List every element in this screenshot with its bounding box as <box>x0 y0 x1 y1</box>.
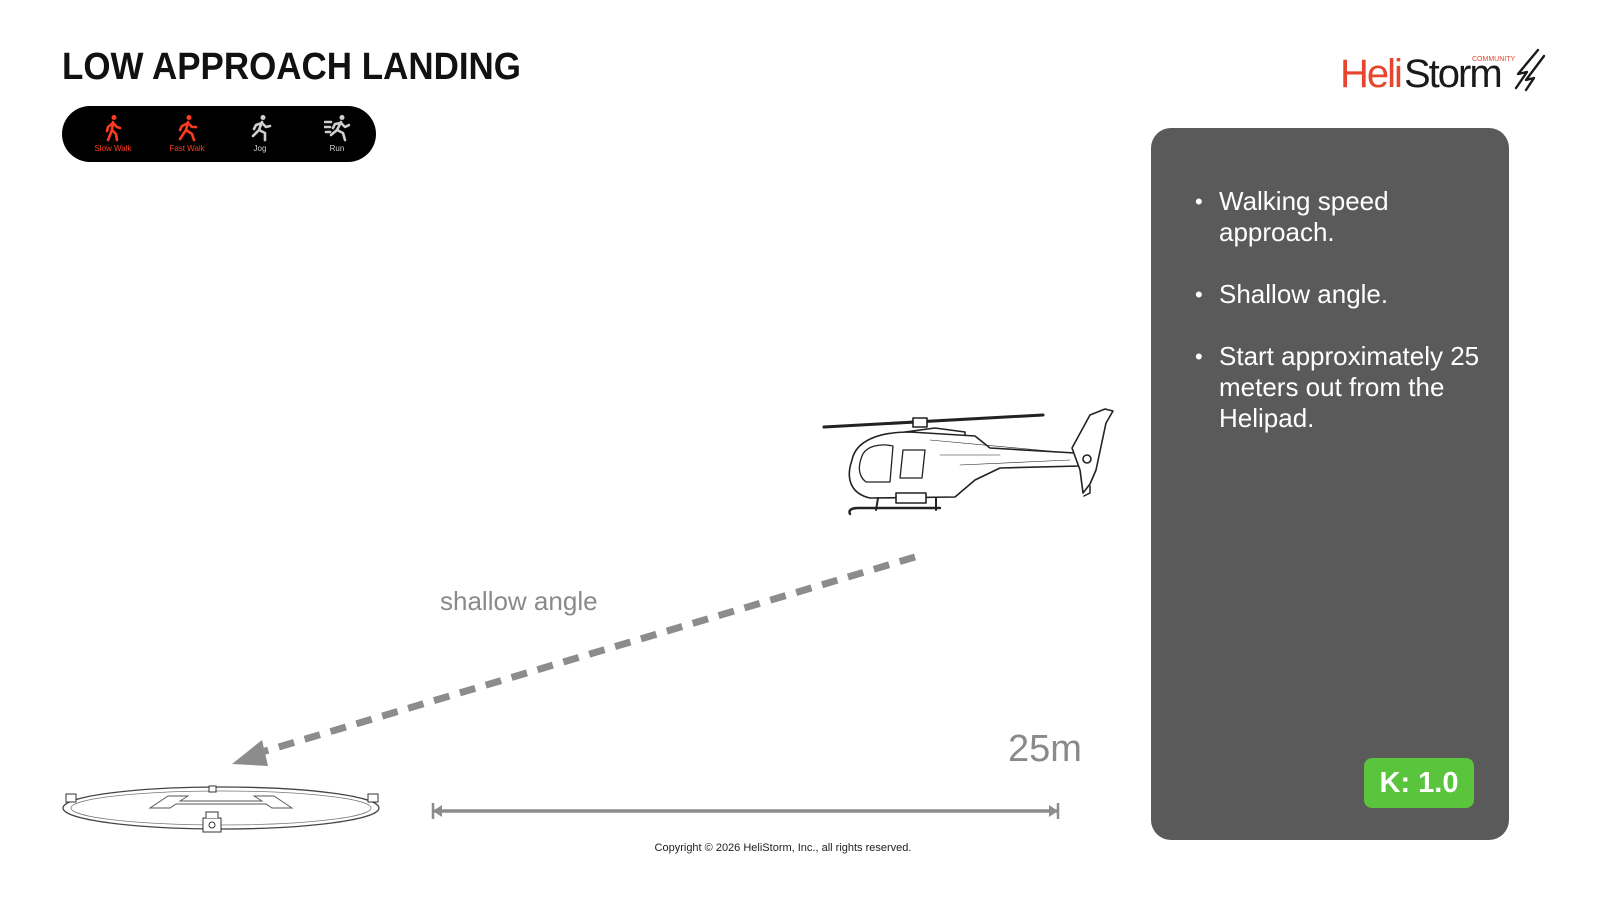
speed-jog: Jog <box>225 114 295 158</box>
speed-label: Jog <box>253 144 267 153</box>
info-bullet-list: Walking speed approach. Shallow angle. S… <box>1193 186 1493 465</box>
info-bullet: Walking speed approach. <box>1193 186 1493 248</box>
approach-arrowhead <box>232 740 268 766</box>
lightning-bolt-icon <box>1514 48 1546 92</box>
helipad-icon <box>62 785 380 833</box>
run-icon <box>324 115 350 142</box>
logo-storm-text: Storm <box>1404 52 1503 96</box>
distance-scale-bar <box>431 803 1060 819</box>
helicopter-icon <box>822 408 1114 516</box>
helistorm-logo: Heli Storm COMMUNITY <box>1340 48 1550 98</box>
speed-label: Slow Walk <box>94 144 132 153</box>
jog-icon <box>251 115 272 142</box>
speed-slow-walk: Slow Walk <box>78 114 148 158</box>
walk-icon <box>105 115 122 142</box>
info-bullet: Start approximately 25 meters out from t… <box>1193 341 1493 434</box>
approach-diagram <box>62 408 1114 833</box>
speed-label: Fast Walk <box>169 144 205 153</box>
approach-path-line <box>260 553 917 756</box>
speed-fast-walk: Fast Walk <box>152 114 222 158</box>
info-panel: Walking speed approach. Shallow angle. S… <box>1151 128 1509 840</box>
page-title: LOW APPROACH LANDING <box>62 46 521 88</box>
angle-label: shallow angle <box>440 586 598 616</box>
copyright-text: Copyright © 2026 HeliStorm, Inc., all ri… <box>654 842 912 854</box>
speed-scale: Slow Walk Fast Walk Jog <box>62 106 376 162</box>
speed-run: Run <box>302 114 372 158</box>
distance-label: 25m <box>1008 728 1082 770</box>
speed-label: Run <box>329 144 345 153</box>
logo-heli-text: Heli <box>1340 52 1403 96</box>
logo-community-text: COMMUNITY <box>1472 56 1516 63</box>
k-factor-badge: K: 1.0 <box>1364 758 1474 808</box>
info-bullet: Shallow angle. <box>1193 279 1493 310</box>
fast-walk-icon <box>178 115 198 142</box>
